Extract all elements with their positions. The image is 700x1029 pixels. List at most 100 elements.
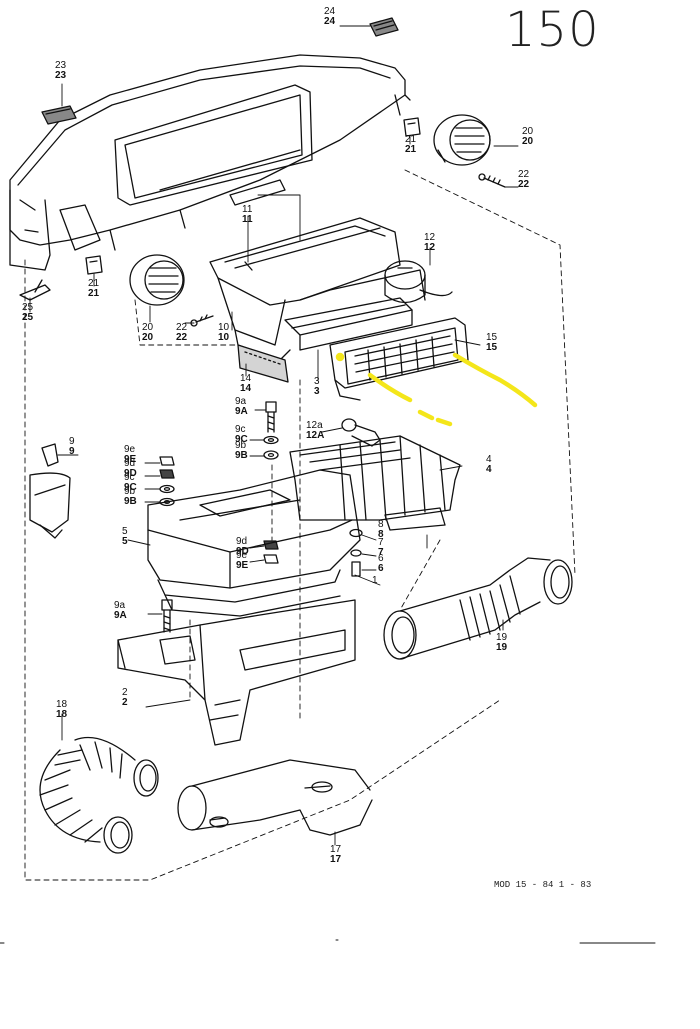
callout-top-label: 15 [486, 332, 498, 343]
callout-bottom-label: 20 [522, 136, 534, 147]
callout-bottom-label: 20 [142, 332, 154, 343]
callout-bottom-label: 9B [124, 496, 137, 507]
callout-top-label: 4 [486, 454, 492, 465]
screw-22-right [478, 173, 506, 188]
callout-top-label: 22 [176, 322, 188, 333]
dashed-guide-lines [24, 169, 576, 881]
callout-bottom-label: 22 [176, 332, 188, 343]
callout-top-label: 9d [124, 458, 135, 469]
hose-19 [383, 557, 573, 660]
document-code: MOD 15 - 84 1 - 83 [494, 880, 592, 890]
callout-bottom-label: 24 [324, 16, 336, 27]
callout-top-label: 12 [424, 232, 436, 243]
callout-top-label: 8 [378, 519, 384, 530]
callout-c7: 77 [378, 537, 384, 558]
leader-lines [29, 25, 519, 846]
sensor-12a [341, 418, 381, 447]
callout-labels: 2424232321212020222211111212212125252020… [22, 6, 534, 865]
callout-bottom-label: 9E [236, 560, 249, 571]
callout-top-label: 10 [218, 322, 230, 333]
callout-top-label: 9e [124, 444, 136, 455]
callout-top-label: 20 [522, 126, 534, 137]
nut-9d-lower [263, 540, 279, 550]
filter-3 [284, 297, 413, 351]
callout-top-label: 6 [378, 553, 384, 564]
callout-top-label: 5 [122, 526, 128, 537]
callout-bottom-label: 3 [314, 386, 320, 397]
callout-c4: 44 [486, 454, 492, 475]
callout-top-label: 23 [55, 60, 67, 71]
callout-c9: 99 [69, 436, 75, 457]
callout-top-label: 18 [56, 699, 68, 710]
callout-bottom-label: 4 [486, 464, 492, 475]
callout-bottom-label: 6 [378, 563, 384, 574]
upper-duct-11 [209, 217, 426, 361]
callout-bottom-label: 21 [405, 144, 417, 155]
callout-top-label: 2 [122, 687, 128, 698]
callout-bottom-label: 21 [88, 288, 100, 299]
washer-9c-upper [263, 435, 279, 445]
callout-top-label: 22 [518, 169, 530, 180]
callout-top-label: 1 [372, 575, 378, 586]
bolt-9a-upper [265, 401, 277, 433]
callout-bottom-label: 9C [124, 482, 137, 493]
callout-bottom-label: 17 [330, 854, 342, 865]
yellow-highlight-marks [335, 352, 538, 427]
callout-bottom-label: 9E [124, 454, 137, 465]
callout-top-label: 9a [114, 600, 126, 611]
elbow-17 [177, 759, 373, 836]
callout-top-label: 9d [236, 536, 247, 547]
callout-top-label: 9b [235, 440, 247, 451]
callout-top-label: 3 [314, 376, 320, 387]
callout-top-label: 19 [496, 632, 508, 643]
callout-top-label: 7 [378, 537, 384, 548]
foam-seal-14 [237, 344, 289, 383]
callout-top-label: 9 [69, 436, 75, 447]
callout-top-label: 24 [324, 6, 336, 17]
callout-c1: 1 [372, 575, 378, 586]
callout-top-label: 20 [142, 322, 154, 333]
washer-7 [350, 549, 362, 557]
dashboard-panel [9, 54, 411, 271]
callout-top-label: 14 [240, 373, 252, 384]
callout-bottom-label: 25 [22, 312, 34, 323]
nut-9e-lower [263, 554, 279, 564]
callout-bottom-label: 10 [218, 332, 230, 343]
grommet-8 [349, 528, 363, 538]
washer-9c [159, 484, 175, 494]
callout-bottom-label: 9A [114, 610, 127, 621]
callout-bottom-label: 12A [306, 430, 324, 441]
callout-bottom-label: 9C [235, 434, 248, 445]
screw-6 [351, 561, 361, 577]
duct-4 [289, 435, 461, 531]
callout-bottom-label: 9 [69, 446, 75, 457]
callout-bottom-label: 11 [242, 214, 253, 225]
callout-c8: 88 [378, 519, 384, 540]
clip-9 [29, 443, 71, 539]
washer-9b-upper [263, 450, 279, 460]
callout-bottom-label: 19 [496, 642, 508, 653]
heater-core-15 [329, 317, 469, 401]
callout-top-label: 9a [235, 396, 247, 407]
callout-top-label: 17 [330, 844, 342, 855]
round-vent-20-left [129, 254, 185, 306]
